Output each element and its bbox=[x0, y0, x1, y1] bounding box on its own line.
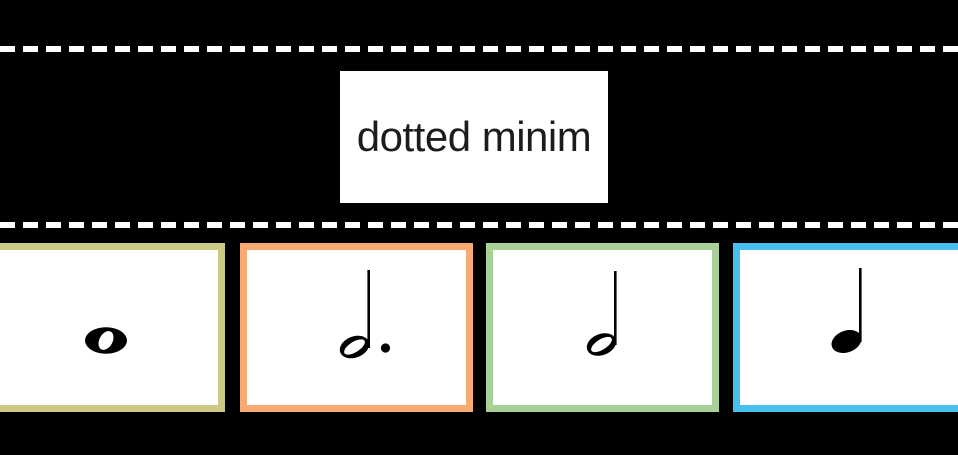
prompt-card[interactable]: dotted minim bbox=[340, 71, 608, 203]
dotted-minim-note-icon bbox=[339, 270, 391, 359]
semibreve-note-icon bbox=[85, 327, 127, 354]
prompt-label: dotted minim bbox=[356, 113, 592, 160]
dashed-divider-top bbox=[0, 46, 958, 52]
answer-card-minim[interactable] bbox=[486, 243, 719, 412]
dashed-divider-middle bbox=[0, 222, 958, 228]
answer-card-semibreve[interactable] bbox=[0, 243, 225, 412]
crotchet-note-icon bbox=[831, 268, 862, 353]
answer-card-dotted-minim[interactable] bbox=[240, 243, 473, 412]
minim-note-icon bbox=[586, 271, 617, 356]
answer-card-crotchet[interactable] bbox=[733, 243, 958, 412]
